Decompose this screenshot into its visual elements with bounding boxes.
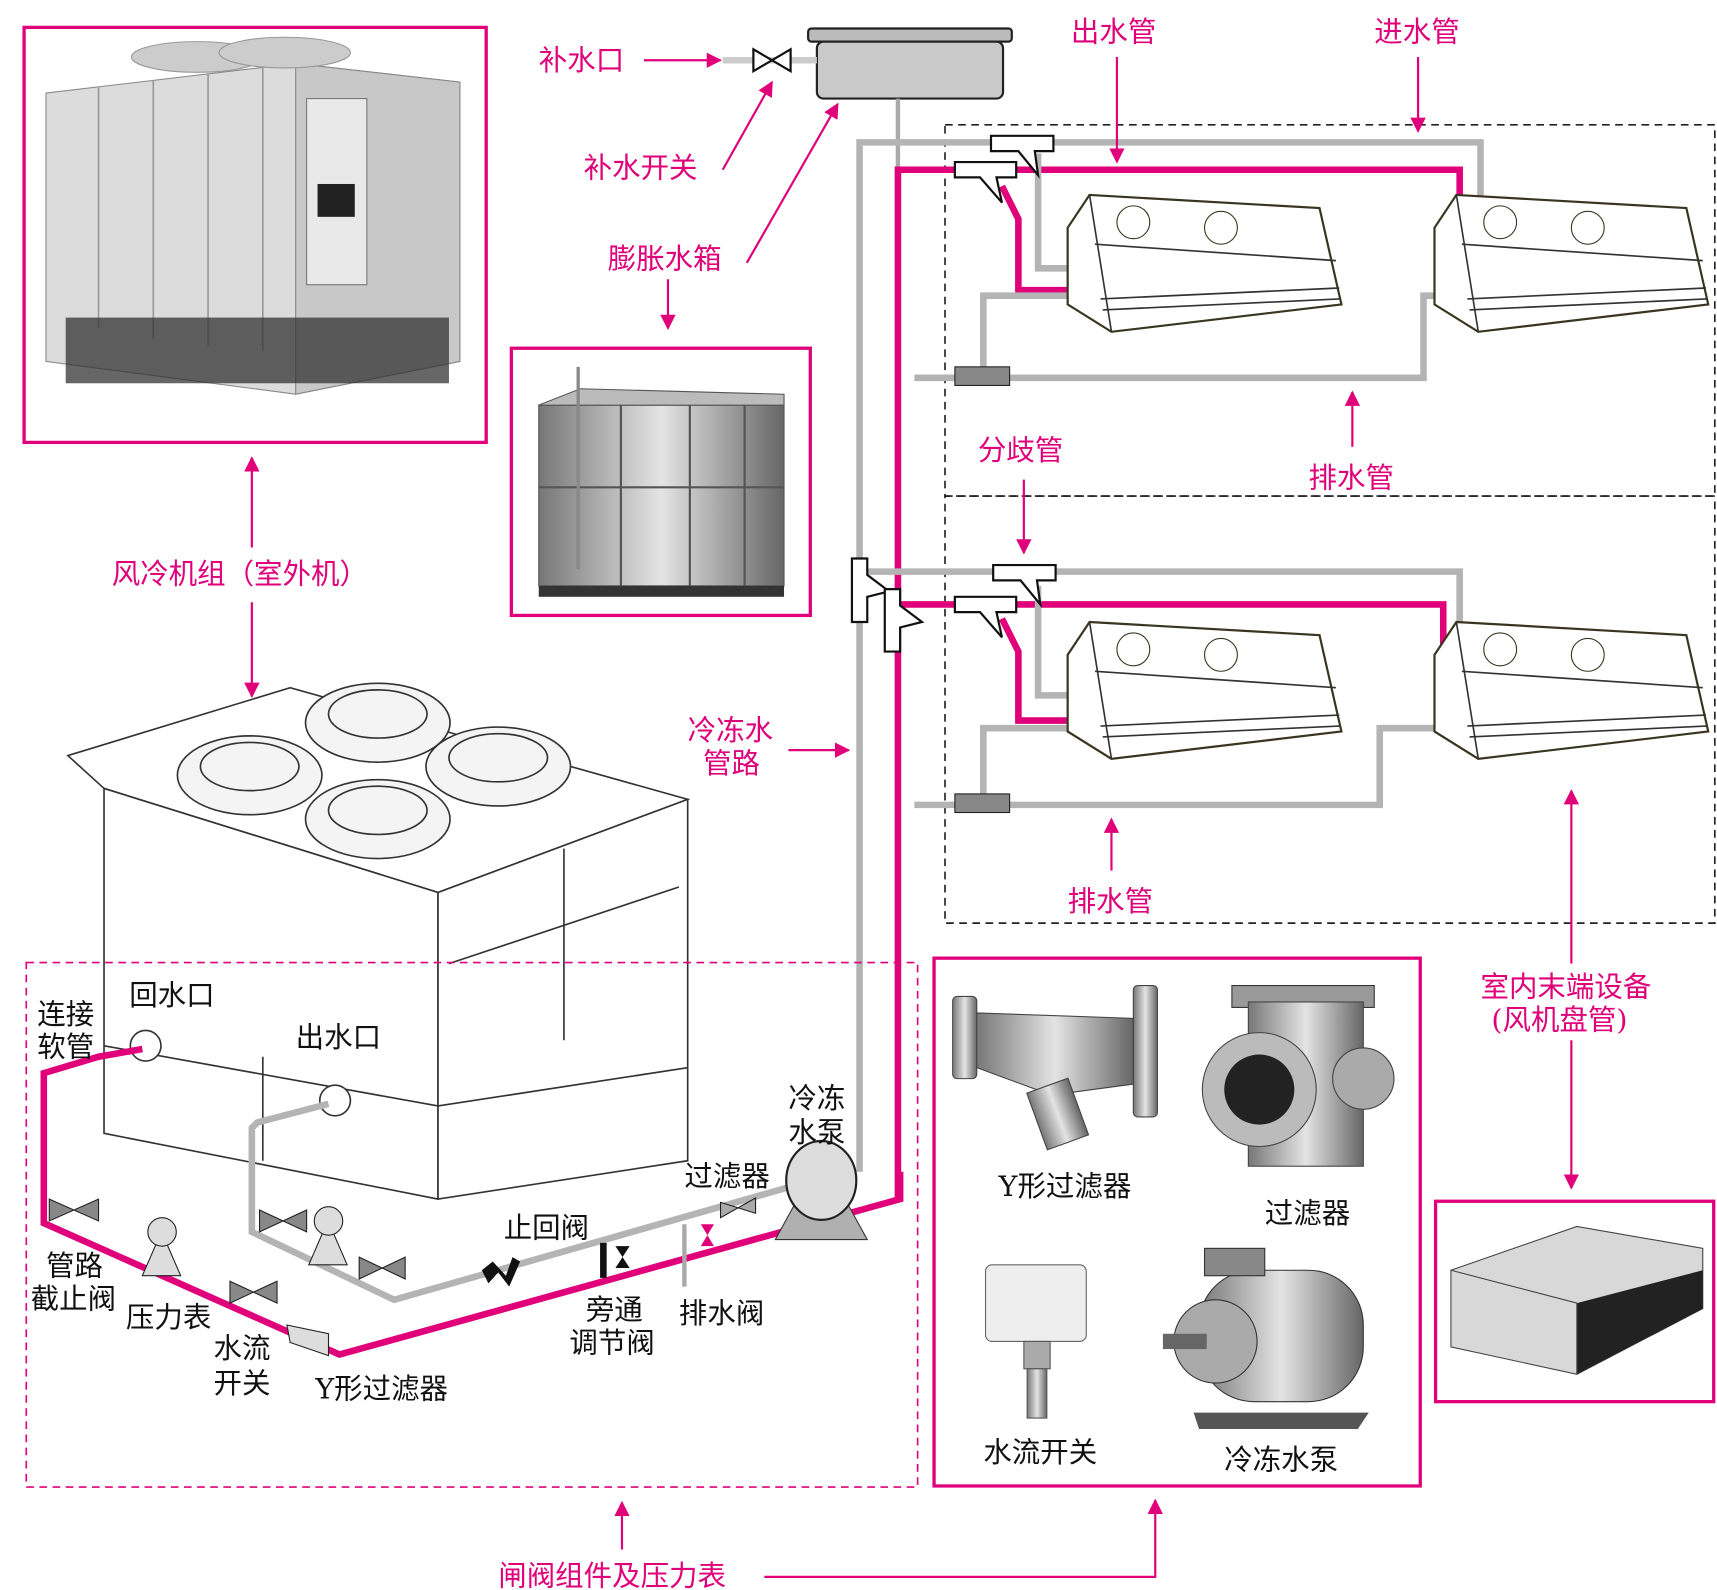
y-strainer-icon: [286, 1324, 330, 1357]
label-expansion-tank: 膨胀水箱: [608, 242, 722, 275]
label-indoor-terminal-2: (风机盘管): [1491, 1003, 1627, 1036]
label-outlet-pipe: 出水管: [1071, 16, 1156, 49]
pump-motor-photo: [1162, 1247, 1369, 1430]
label-branch-pipe: 分歧管: [978, 434, 1063, 467]
makeup-valve-icon: [752, 47, 792, 74]
filter-photo: [1201, 984, 1395, 1167]
outlet-port-flange: [318, 1084, 352, 1117]
label-drain-pipe-upper: 排水管: [1309, 461, 1394, 494]
label-makeup-inlet: 补水口: [539, 44, 624, 77]
label-y-strainer: Y形过滤器: [314, 1372, 448, 1405]
fan-coil-photo: [1433, 1199, 1716, 1404]
label-flow-switch-1: 水流: [214, 1332, 271, 1365]
photo-label-filter: 过滤器: [1265, 1197, 1350, 1230]
label-check-valve: 止回阀: [504, 1211, 589, 1244]
label-chilled-water-pipe-2: 管路: [703, 747, 760, 780]
photo-label-y-strainer: Y形过滤器: [998, 1170, 1132, 1203]
label-pressure-gauge: 压力表: [126, 1301, 211, 1334]
fan-coil-icon: [1433, 193, 1710, 333]
fan-coil-icon: [1066, 193, 1343, 333]
expansion-tank: [722, 27, 1013, 176]
label-inlet-pipe: 进水管: [1374, 16, 1459, 49]
label-filter: 过滤器: [684, 1160, 769, 1193]
label-chilled-pump-1: 冷冻: [788, 1082, 845, 1115]
return-port-flange: [129, 1029, 162, 1062]
callout-arrows: [244, 52, 1580, 1578]
label-bypass-valve-2: 调节阀: [569, 1326, 654, 1359]
label-shutoff-valve-2: 截止阀: [31, 1283, 116, 1316]
chiller-photo: [22, 25, 488, 445]
label-chiller-unit: 风冷机组（室外机）: [112, 558, 368, 591]
lower-indoor-group: [944, 495, 1716, 924]
label-chilled-water-pipe-1: 冷冻水: [688, 714, 773, 747]
label-chilled-pump-2: 水泵: [788, 1116, 845, 1149]
drain-valve-icon: [700, 1224, 714, 1247]
label-valve-assembly: 闸阀组件及压力表: [498, 1560, 726, 1590]
label-flex-hose-2: 软管: [37, 1031, 94, 1064]
label-outlet-port: 出水口: [296, 1021, 381, 1054]
drain-tee-icon: [954, 366, 1011, 387]
y-strainer-photo: [952, 984, 1158, 1151]
bottom-piping: [40, 1045, 904, 1359]
photo-label-chilled-pump: 冷冻水泵: [1224, 1444, 1338, 1477]
label-flex-hose-1: 连接: [37, 998, 94, 1031]
fan-coil-icon: [1433, 620, 1710, 760]
valve-assembly-region: [25, 961, 919, 1488]
label-drain-pipe-lower: 排水管: [1068, 885, 1153, 918]
label-bypass-valve-1: 旁通: [586, 1294, 643, 1327]
branch-tee-icon: [850, 134, 1057, 653]
label-drain-valve: 排水阀: [679, 1297, 764, 1330]
components-photo-panel: [932, 956, 1422, 1488]
label-return-port: 回水口: [129, 979, 214, 1012]
fan-coil-units: [1066, 193, 1710, 760]
photo-label-flow-switch: 水流开关: [983, 1436, 1097, 1469]
label-makeup-switch: 补水开关: [584, 151, 698, 184]
gate-valve-icon: [48, 1197, 757, 1304]
bypass-valve-icon: [600, 1242, 630, 1278]
label-indoor-terminal-1: 室内末端设备: [1480, 970, 1651, 1003]
label-shutoff-valve-1: 管路: [46, 1250, 103, 1283]
pump-icon: [774, 1139, 869, 1241]
drain-tee-icon: [954, 793, 1011, 814]
flow-switch-photo: [984, 1264, 1087, 1419]
fan-coil-icon: [1066, 620, 1343, 760]
label-flow-switch-2: 开关: [214, 1367, 271, 1400]
check-valve-icon: [481, 1257, 521, 1287]
pressure-gauge-icon: [141, 1206, 348, 1277]
water-tank-photo: [509, 346, 812, 618]
chiller-unit-drawing: [66, 682, 691, 1201]
